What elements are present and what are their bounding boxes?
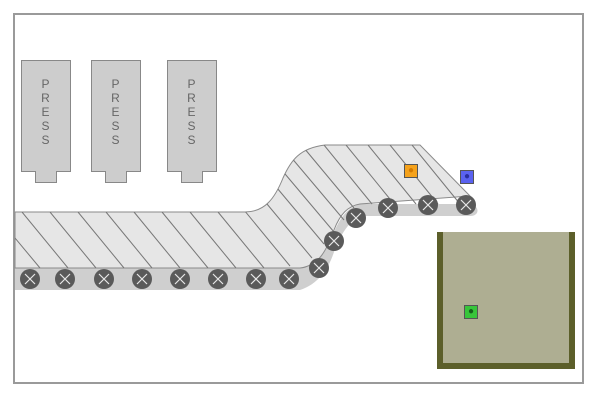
press-stamp <box>105 171 127 183</box>
roller <box>324 231 344 251</box>
roller <box>170 269 190 289</box>
press-stamp <box>35 171 57 183</box>
roller <box>378 198 398 218</box>
roller <box>246 269 266 289</box>
roller <box>132 269 152 289</box>
rollers <box>20 195 476 289</box>
green-item[interactable]: ● <box>464 305 478 319</box>
press-stamp <box>181 171 203 183</box>
press-1: PRESS <box>21 60 71 183</box>
roller <box>346 208 366 228</box>
blue-item[interactable]: ● <box>460 170 474 184</box>
collection-bin <box>437 232 575 369</box>
item-icon: ● <box>407 165 415 176</box>
press-label: PRESS <box>187 77 197 147</box>
orange-item[interactable]: ● <box>404 164 418 178</box>
item-icon: ● <box>467 306 475 317</box>
roller <box>418 195 438 215</box>
press-label: PRESS <box>111 77 121 147</box>
roller <box>94 269 114 289</box>
roller <box>20 269 40 289</box>
press-label: PRESS <box>41 77 51 147</box>
roller <box>309 258 329 278</box>
press-2: PRESS <box>91 60 141 183</box>
press-3: PRESS <box>167 60 217 183</box>
roller <box>456 195 476 215</box>
roller <box>55 269 75 289</box>
roller <box>208 269 228 289</box>
roller <box>279 269 299 289</box>
item-icon: ● <box>463 171 471 182</box>
